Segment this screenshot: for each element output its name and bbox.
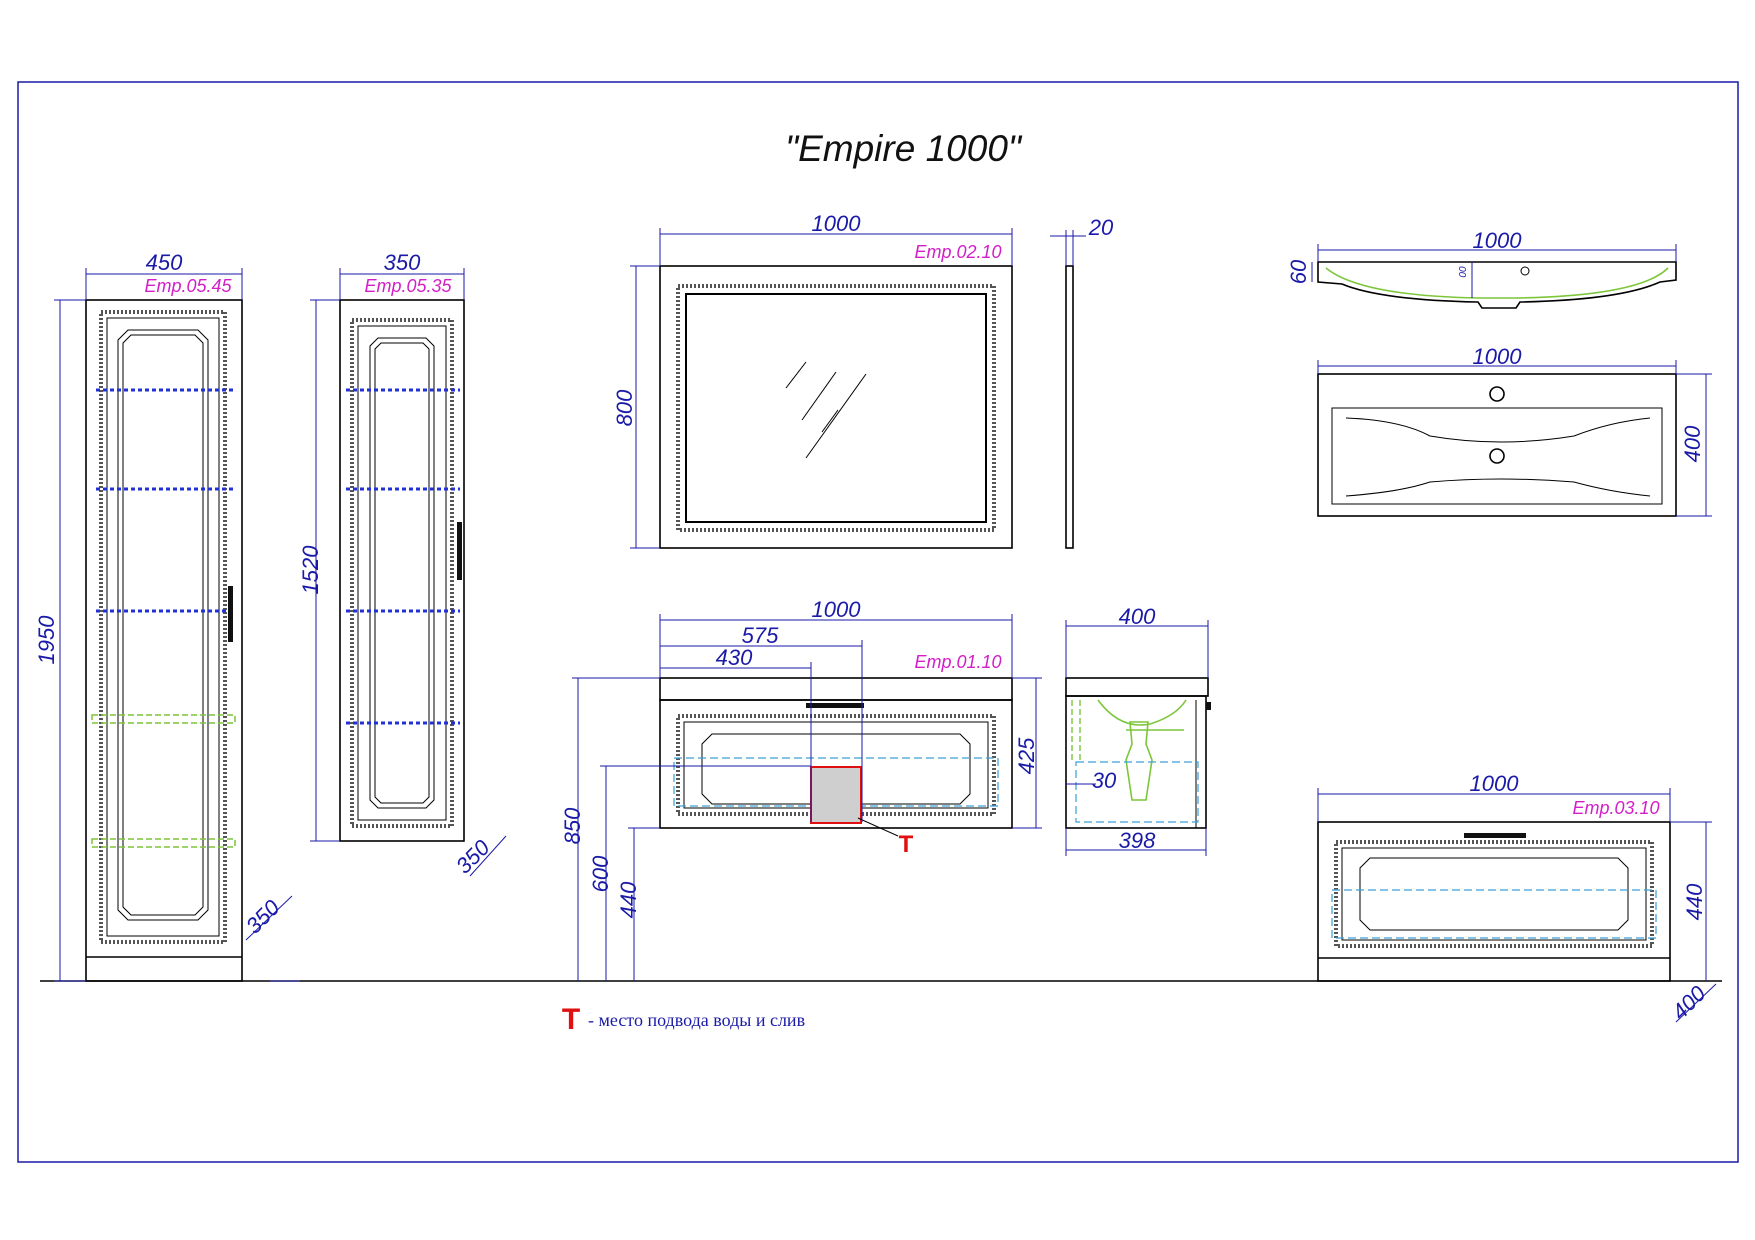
low-cabinet-frame	[1341, 847, 1647, 941]
mirror-frame	[659, 265, 1013, 549]
tall-cabinet: 450 Emp.05.45 1950 350	[34, 250, 293, 982]
mirror-code: Emp.02.10	[914, 242, 1001, 262]
basin-side-width: 1000	[1473, 228, 1523, 253]
medium-cabinet-height: 1520	[298, 545, 323, 595]
basin-top-outline	[1317, 373, 1677, 517]
tall-cabinet-door-frame	[106, 317, 220, 937]
low-cabinet-code: Emp.03.10	[1572, 798, 1659, 818]
mirror-height: 800	[612, 389, 637, 426]
mirror-glare-4	[821, 409, 839, 433]
low-cabinet-panel	[1359, 857, 1629, 931]
mirror-glare-1	[785, 361, 807, 389]
vanity-side-drawer-hidden	[1075, 761, 1199, 823]
medium-cabinet-door-frame	[357, 325, 447, 821]
medium-cabinet-door-ornament	[350, 318, 454, 828]
low-cabinet: 1000 Emp.03.10 440 400	[1317, 771, 1717, 1025]
low-cabinet-body	[1317, 821, 1671, 982]
mirror-glass	[685, 293, 987, 523]
vanity-supply-marker: T	[899, 831, 914, 858]
vanity-supply-zone	[810, 766, 862, 824]
vanity-height-425: 425	[1014, 737, 1039, 774]
mirror-glare-2	[801, 371, 837, 421]
low-cabinet-width: 1000	[1470, 771, 1520, 796]
medium-cabinet-width: 350	[384, 250, 421, 275]
vanity-code: Emp.01.10	[914, 652, 1001, 672]
vanity-mount-850: 850	[560, 807, 585, 844]
tall-cabinet-height: 1950	[34, 615, 59, 665]
vanity-side-siphon	[1125, 721, 1153, 801]
low-cabinet-height: 440	[1682, 883, 1707, 920]
tall-cabinet-shelf-glass-2	[91, 838, 236, 848]
basin-side-small-label: 00	[1458, 266, 1469, 278]
vanity-front: T 1000 575 430 Emp.01.10 425 850 600 440	[560, 597, 1042, 981]
tall-cabinet-width: 450	[146, 250, 183, 275]
vanity-mount-600: 600	[588, 855, 613, 892]
basin-top-tap-hole	[1489, 386, 1505, 402]
low-cabinet-depth-dim	[1675, 983, 1717, 1023]
basin-top-width: 1000	[1473, 344, 1523, 369]
medium-cabinet-door-panel	[369, 337, 435, 809]
medium-cabinet-code: Emp.05.35	[364, 276, 452, 296]
basin-side-outline	[1317, 261, 1677, 309]
basin-top-curve-lower	[1345, 478, 1651, 497]
mirror-width: 1000	[812, 211, 862, 236]
vanity-side-gap: 30	[1092, 768, 1117, 793]
vanity-side-depth-top: 400	[1119, 604, 1156, 629]
medium-cabinet-body	[339, 299, 465, 842]
medium-cabinet: 350 Emp.05.35 1520 350	[298, 250, 507, 879]
tall-cabinet-handle	[228, 586, 233, 642]
tall-cabinet-door-panel-inner	[122, 334, 204, 916]
low-cabinet-handle	[1464, 833, 1526, 838]
vanity-offset-430: 430	[716, 645, 753, 670]
basin-side-tap-hole	[1520, 266, 1530, 276]
tall-cabinet-body	[85, 299, 243, 982]
basin-side-height: 60	[1286, 259, 1311, 284]
tall-cabinet-door-ornament	[99, 310, 227, 944]
vanity-side-depth-bottom: 398	[1119, 828, 1156, 853]
legend-text: - место подвода воды и слив	[588, 1010, 805, 1030]
basin-top-curve-upper	[1345, 417, 1651, 443]
vanity-width: 1000	[812, 597, 862, 622]
tall-cabinet-depth-dim	[245, 895, 293, 941]
vanity-side-wall-bracket	[1071, 700, 1081, 760]
basin-top-view: 1000 400	[1317, 344, 1712, 517]
vanity-side-knob	[1206, 702, 1211, 710]
vanity-side: 400 398 30	[1065, 604, 1211, 856]
tall-cabinet-depth: 350	[241, 894, 285, 938]
vanity-side-top	[1065, 677, 1209, 697]
medium-cabinet-depth-dim	[469, 835, 507, 877]
tall-cabinet-shelf-glass-1	[91, 714, 236, 724]
vanity-body	[659, 699, 1013, 829]
vanity-side-body	[1065, 695, 1207, 829]
vanity-front-panel	[701, 733, 971, 805]
low-cabinet-hidden-drawer	[1331, 889, 1657, 939]
basin-top-bowl	[1331, 407, 1663, 505]
basin-side-view: 00 1000 60	[1286, 228, 1677, 309]
tall-cabinet-door-panel	[117, 329, 209, 921]
vanity-mount-440: 440	[616, 881, 641, 918]
basin-top-drain	[1489, 448, 1505, 464]
vanity-supply-leader	[857, 817, 899, 837]
low-cabinet-ornament	[1334, 840, 1654, 948]
mirror-glare-3	[805, 373, 867, 459]
medium-cabinet-door-panel-inner	[374, 342, 430, 804]
legend-marker: T	[562, 1003, 580, 1036]
mirror-thickness: 20	[1088, 215, 1114, 240]
vanity-offset-575: 575	[742, 623, 779, 648]
vanity-handle	[806, 703, 864, 708]
mirror-side-profile	[1065, 265, 1074, 549]
medium-cabinet-handle	[457, 522, 462, 580]
low-cabinet-depth: 400	[1667, 980, 1711, 1024]
vanity-basin-top	[659, 677, 1013, 701]
mirror: 1000 Emp.02.10 800 20	[612, 211, 1114, 549]
tall-cabinet-code: Emp.05.45	[144, 276, 232, 296]
vanity-side-bowl	[1097, 699, 1187, 726]
sheet-frame	[17, 81, 1739, 1163]
basin-top-depth: 400	[1680, 425, 1705, 462]
drawing-title: "Empire 1000"	[785, 128, 1023, 169]
basin-side-bowl	[1325, 267, 1669, 299]
mirror-ornament	[676, 284, 996, 532]
legend: T - место подвода воды и слив	[562, 1003, 805, 1036]
